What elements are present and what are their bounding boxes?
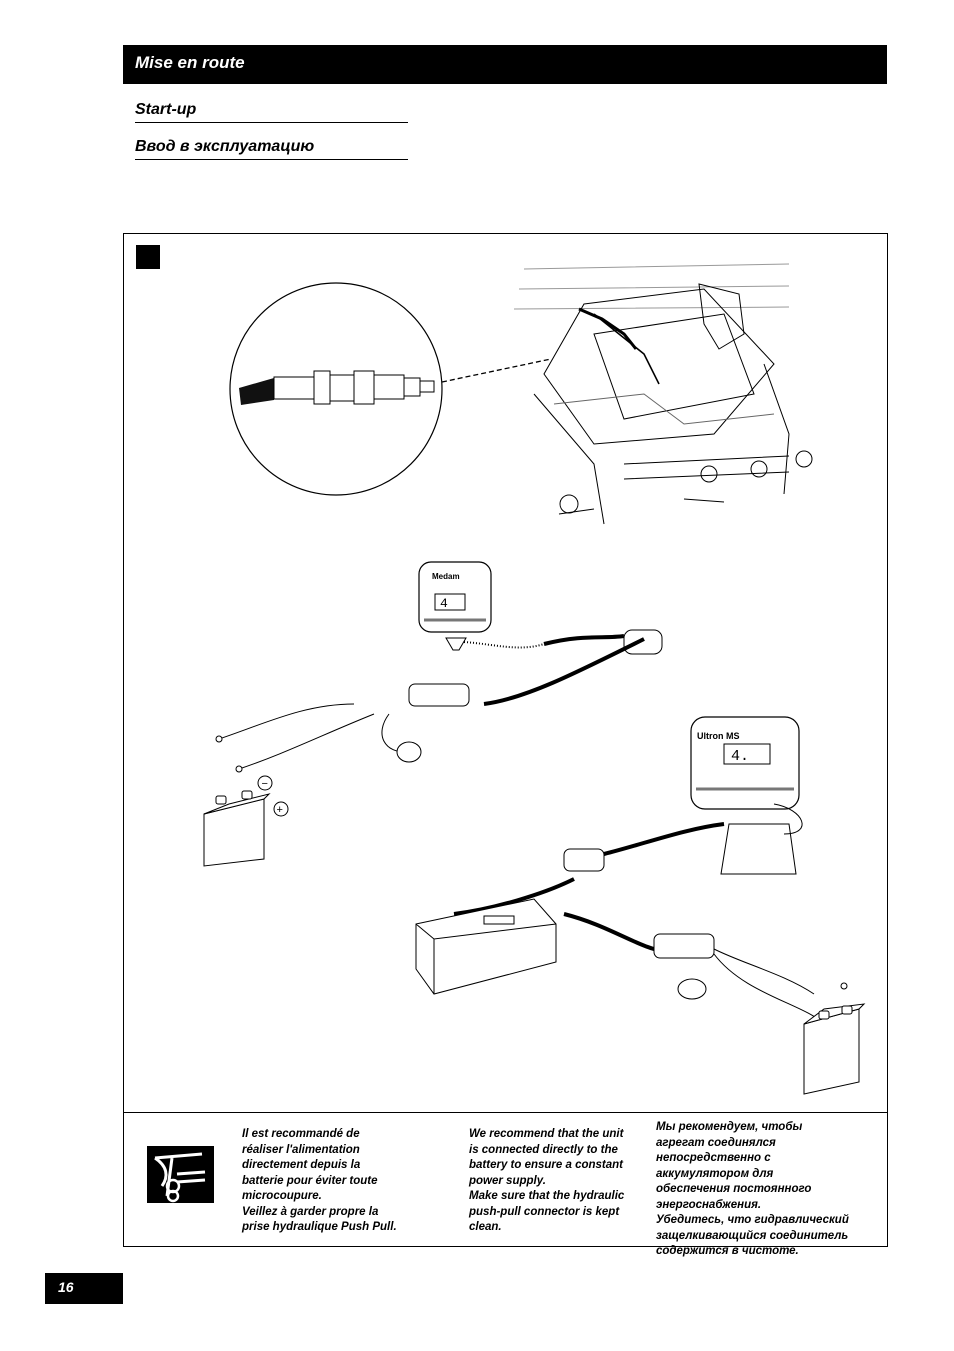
large-box-display: 4. xyxy=(731,748,749,765)
battery-right xyxy=(803,1003,866,1095)
page-number-box: 16 xyxy=(45,1273,123,1304)
machine-frame-sketch xyxy=(513,263,813,525)
figure-marker xyxy=(136,245,160,269)
section-title: Mise en route xyxy=(135,53,245,72)
section-title-bar: Mise en route xyxy=(123,45,887,84)
power-cable-upper xyxy=(215,637,645,773)
minus-label: − xyxy=(262,778,268,790)
subtitle-russian: Ввод в эксплуатацию xyxy=(135,138,408,160)
note-russian: Мы рекомендуем, чтобы агрегат соединялся… xyxy=(656,1121,849,1257)
subtitle-english: Start-up xyxy=(135,101,408,123)
large-box-brand: Ultron MS xyxy=(697,731,740,741)
large-control-box xyxy=(690,716,803,875)
small-box-brand: Medam xyxy=(432,572,460,581)
wiring-illustration: Medam 4 − + Ultron MS 4. xyxy=(203,263,866,1095)
battery-terminal-plus-left xyxy=(273,801,289,817)
note-french: Il est recommandé de réaliser l'alimenta… xyxy=(242,1128,397,1233)
power-cable-lower xyxy=(453,822,848,1025)
note-english: We recommend that the unit is connected … xyxy=(469,1128,625,1233)
battery-left xyxy=(203,790,271,867)
junction-box xyxy=(415,898,557,995)
information-icon xyxy=(147,1146,214,1203)
battery-terminal-minus-left xyxy=(257,775,273,791)
small-control-box xyxy=(418,561,663,655)
figure-frame: Medam 4 − + Ultron MS 4. xyxy=(123,233,888,1257)
page-number: 16 xyxy=(58,1279,74,1295)
connector-detail-circle xyxy=(229,282,443,496)
small-box-display: 4 xyxy=(440,596,448,611)
notes-divider xyxy=(124,1112,887,1113)
plus-label: + xyxy=(277,804,283,816)
